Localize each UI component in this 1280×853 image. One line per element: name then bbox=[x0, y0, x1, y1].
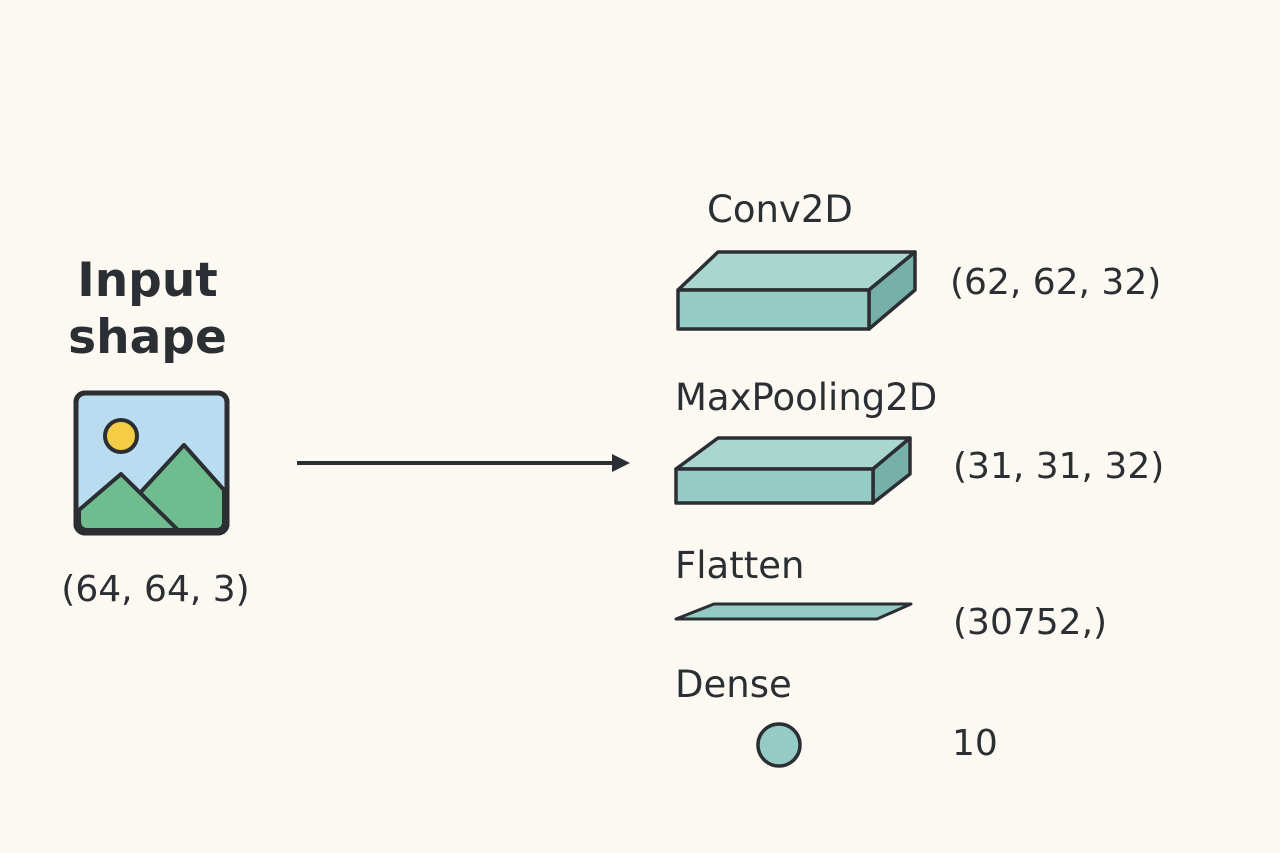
input-title-line1: Input bbox=[77, 253, 218, 308]
image-icon bbox=[73, 390, 230, 536]
layer-output-dense: 10 bbox=[952, 723, 998, 764]
maxpooling2d-block bbox=[674, 436, 912, 505]
mountain-icon bbox=[138, 443, 226, 532]
flow-arrow bbox=[297, 454, 630, 472]
input-title-line2: shape bbox=[68, 310, 227, 365]
flatten-block bbox=[674, 602, 913, 621]
layer-output-maxpooling2d: (31, 31, 32) bbox=[953, 446, 1165, 487]
layer-name-maxpooling2d: MaxPooling2D bbox=[675, 376, 938, 419]
layer-name-flatten: Flatten bbox=[675, 544, 805, 587]
layer-output-flatten: (30752,) bbox=[953, 602, 1108, 643]
dense-block bbox=[756, 722, 802, 768]
layer-name-dense: Dense bbox=[675, 663, 792, 706]
layer-name-conv2d: Conv2D bbox=[707, 188, 853, 231]
sun-icon bbox=[103, 418, 139, 454]
layer-output-conv2d: (62, 62, 32) bbox=[950, 262, 1162, 303]
conv2d-block bbox=[676, 250, 917, 331]
input-title: Input shape bbox=[40, 252, 255, 366]
input-shape-label: (64, 64, 3) bbox=[61, 569, 250, 610]
